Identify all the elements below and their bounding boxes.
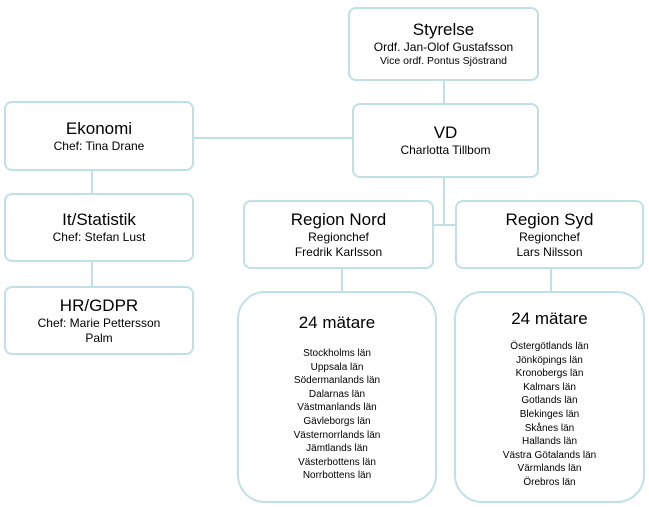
nord-matare-title: 24 mätare [298,313,376,332]
list-item: Östergötlands län [510,341,589,352]
styrelse-vice-chair: Vice ordf. Pontus Sjöstrand [379,55,508,67]
syd-matare-box: 24 mätare Östergötlands län Jönköpings l… [454,291,645,503]
list-item: Uppsala län [310,361,364,373]
list-item: Jönköpings län [516,354,583,366]
ekonomi-title: Ekonomi [65,118,133,138]
list-item: Örebros län [523,476,576,488]
hr-box: HR/GDPR Chef: Marie Pettersson Palm [4,286,194,355]
syd-matare-list: Östergötlands län Jönköpings län Kronobe… [503,340,596,490]
region-nord-title: Region Nord [290,209,387,229]
styrelse-box: Styrelse Ordf. Jan-Olof Gustafsson Vice … [348,7,539,81]
list-item: Kronobergs län [515,368,584,380]
list-item: Västmanlands län [297,402,377,414]
list-item: Blekinges län [519,408,580,420]
region-nord-role: Regionchef [308,229,369,244]
list-item: Hallands län [521,436,578,448]
region-nord-box: Region Nord Regionchef Fredrik Karlsson [243,200,434,269]
list-item: Västernorrlands län [293,429,381,441]
connector-regions-horizontal [432,224,456,226]
region-syd-box: Region Syd Regionchef Lars Nilsson [455,200,644,269]
region-syd-name: Lars Nilsson [516,244,583,259]
list-item: Dalarnas län [308,388,366,400]
connector-ekonomi-vd [193,137,353,139]
hr-chief-cont: Palm [85,330,113,345]
connector-vd-regions [443,178,445,224]
vd-title: VD [433,123,458,142]
styrelse-title: Styrelse [412,20,475,39]
styrelse-chair: Ordf. Jan-Olof Gustafsson [373,40,514,54]
list-item: Stockholms län [303,348,371,359]
region-syd-title: Region Syd [505,209,594,229]
connector-styrelse-vd [443,81,445,103]
it-title: It/Statistik [62,210,136,229]
list-item: Jämtlands län [306,443,368,455]
ekonomi-chief: Chef: Tina Drane [53,138,145,153]
connector-nord-matare [341,269,343,291]
vd-box: VD Charlotta Tillbom [352,103,539,178]
list-item: Södermanlands län [293,375,381,387]
nord-matare-box: 24 mätare Stockholms län Uppsala län Söd… [237,291,437,503]
region-syd-role: Regionchef [519,229,580,244]
list-item: Gotlands län [521,395,578,407]
vd-name: Charlotta Tillbom [400,143,491,157]
region-nord-name: Fredrik Karlsson [294,244,383,259]
list-item: Skånes län [524,422,575,434]
it-box: It/Statistik Chef: Stefan Lust [4,193,194,262]
hr-chief: Chef: Marie Pettersson [37,315,161,330]
list-item: Västerbottens län [298,456,376,468]
list-item: Norrbottens län [302,470,372,482]
connector-it-hr [91,262,93,286]
connector-syd-matare [550,269,552,291]
list-item: Kalmars län [523,381,576,393]
ekonomi-box: Ekonomi Chef: Tina Drane [4,101,194,171]
it-chief: Chef: Stefan Lust [52,230,146,244]
connector-ekonomi-it [91,171,93,193]
list-item: Gävleborgs län [303,415,371,427]
hr-title: HR/GDPR [59,295,139,315]
syd-matare-title: 24 mätare [511,309,588,328]
list-item: Värmlands län [517,463,582,475]
list-item: Västra Götalands län [502,449,597,461]
nord-matare-list: Stockholms län Uppsala län Södermanlands… [294,347,381,483]
